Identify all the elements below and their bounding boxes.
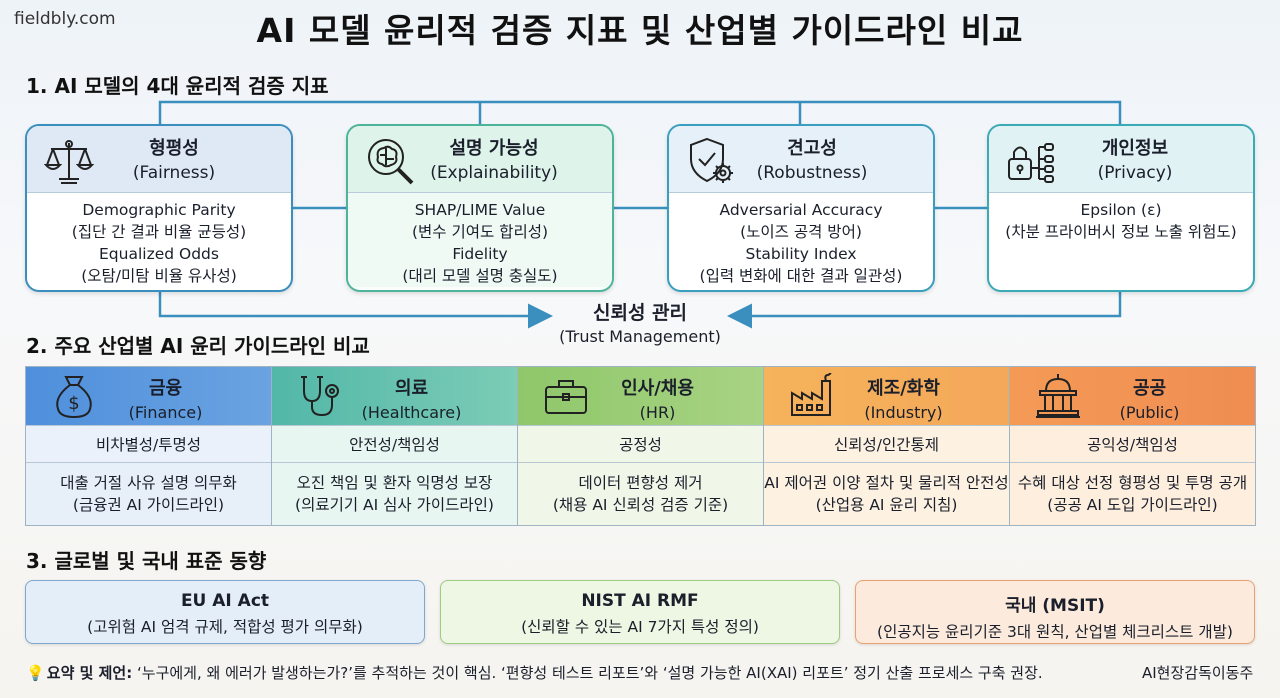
money-bag-icon: $ (56, 376, 92, 419)
industry-title: 인사/채용 (621, 378, 694, 399)
summary-text: ‘누구에게, 왜 에러가 발생하는가?’를 추적하는 것이 핵심. ‘편향성 테… (137, 664, 1043, 682)
lock-network-icon (1008, 143, 1054, 183)
trust-title: 신뢰성 관리 (592, 302, 687, 324)
right-arrow (727, 292, 1122, 329)
industry-subtitle: (Finance) (128, 403, 203, 422)
industry-healthcare: 의료 (Healthcare) 안전성/책임성 오진 책임 및 환자 익명성 보… (271, 366, 518, 526)
metric-line: Stability Index (745, 245, 857, 263)
standard-title: NIST AI RMF (581, 591, 699, 611)
industry-key-value: 비차별성/투명성 (26, 425, 271, 463)
industry-finance: $ 금융 (Finance) 비차별성/투명성 대출 거절 사유 설명 의무화 … (25, 366, 272, 526)
industry-public: 공공 (Public) 공익성/책임성 수혜 대상 선정 형평성 및 투명 공개… (1009, 366, 1256, 526)
svg-text:$: $ (68, 393, 79, 414)
metric-title: 설명 가능성 (449, 138, 539, 159)
industry-manufacturing: 제조/화학 (Industry) 신뢰성/인간통제 AI 제어권 이양 절차 및… (763, 366, 1010, 526)
standard-desc: (고위험 AI 엄격 규제, 적합성 평가 의무화) (87, 618, 363, 636)
trust-management: 신뢰성 관리 (Trust Management) (540, 298, 740, 346)
author-credit: AI현장감독이동주 (1142, 664, 1254, 682)
industry-source: (공공 AI 도입 가이드라인) (1047, 496, 1218, 514)
metric-subtitle: (Fairness) (132, 163, 216, 183)
standard-nist-ai-rmf: NIST AI RMF (신뢰할 수 있는 AI 7가지 특성 정의) (440, 580, 840, 644)
summary-note: 💡 요약 및 제언: ‘누구에게, 왜 에러가 발생하는가?’를 추적하는 것이… (26, 662, 1043, 683)
metric-title: 견고성 (787, 138, 837, 159)
industry-key-value: 신뢰성/인간통제 (764, 425, 1009, 463)
metric-subtitle: (Privacy) (1097, 163, 1173, 183)
standard-msit: 국내 (MSIT) (인공지능 윤리기준 3대 원칙, 산업별 체크리스트 개발… (855, 580, 1255, 644)
industry-key-value: 공정성 (518, 425, 763, 463)
metric-line: (집단 간 결과 비율 균등성) (71, 223, 247, 241)
trust-subtitle: (Trust Management) (559, 327, 721, 346)
metric-line: (노이즈 공격 방어) (740, 223, 862, 241)
metric-card-explainability: 설명 가능성 (Explainability) SHAP/LIME Value … (346, 124, 614, 292)
standard-desc: (신뢰할 수 있는 AI 7가지 특성 정의) (521, 618, 759, 636)
standard-eu-ai-act: EU AI Act (고위험 AI 엄격 규제, 적합성 평가 의무화) (25, 580, 425, 644)
metric-line: Epsilon (ε) (1080, 201, 1162, 219)
metric-card-fairness: 형평성 (Fairness) Demographic Parity (집단 간 … (25, 124, 293, 292)
metric-line: Equalized Odds (99, 245, 219, 263)
industry-subtitle: (Public) (1119, 403, 1180, 422)
industry-source: (금융권 AI 가이드라인) (72, 496, 225, 514)
metric-line: (대리 모델 설명 충실도) (402, 267, 558, 285)
metric-subtitle: (Robustness) (756, 163, 868, 183)
industry-desc: 오진 책임 및 환자 익명성 보장 (296, 474, 493, 492)
industry-title: 제조/화학 (867, 378, 940, 399)
metric-line: (입력 변화에 대한 결과 일관성) (699, 267, 903, 285)
industry-desc: AI 제어권 이양 절차 및 물리적 안전성 (764, 474, 1009, 492)
metric-line: (차분 프라이버시 정보 노출 위험도) (1005, 223, 1237, 241)
standard-title: 국내 (MSIT) (1005, 596, 1105, 616)
industry-key-value: 공익성/책임성 (1010, 425, 1255, 463)
left-arrow (158, 292, 553, 329)
industry-title: 의료 (394, 378, 429, 399)
factory-icon (791, 373, 832, 416)
summary-label: 요약 및 제언: (46, 664, 133, 682)
metric-line: Fidelity (452, 245, 508, 263)
industry-subtitle: (HR) (639, 403, 676, 422)
industry-source: (채용 AI 신뢰성 검증 기준) (552, 496, 729, 514)
industry-source: (의료기기 AI 심사 가이드라인) (295, 496, 494, 514)
industry-desc: 데이터 편향성 제거 (578, 474, 703, 492)
industry-key-value: 안전성/책임성 (272, 425, 517, 463)
page-title: AI 모델 윤리적 검증 지표 및 산업별 가이드라인 비교 (256, 11, 1024, 50)
brain-magnifier-icon (368, 139, 414, 185)
metric-line: (오탐/미탐 비율 유사성) (81, 267, 237, 285)
industry-subtitle: (Industry) (864, 403, 943, 422)
industry-subtitle: (Healthcare) (361, 403, 462, 422)
industry-source: (산업용 AI 윤리 지침) (815, 496, 958, 514)
industry-desc: 수혜 대상 선정 형평성 및 투명 공개 (1017, 474, 1248, 492)
briefcase-icon (545, 380, 587, 414)
metric-line: (변수 기여도 합리성) (411, 223, 549, 241)
industry-desc: 대출 거절 사유 설명 의무화 (60, 474, 237, 492)
section-2-title: 2. 주요 산업별 AI 윤리 가이드라인 비교 (26, 334, 370, 358)
government-building-icon (1036, 374, 1080, 418)
section-1-title: 1. AI 모델의 4대 윤리적 검증 지표 (26, 74, 329, 98)
metric-line: Adversarial Accuracy (719, 201, 883, 219)
metric-line: Demographic Parity (82, 201, 236, 219)
metric-line: SHAP/LIME Value (414, 201, 546, 219)
section-3-title: 3. 글로벌 및 국내 표준 동향 (26, 549, 267, 573)
metric-card-privacy: 개인정보 (Privacy) Epsilon (ε) (차분 프라이버시 정보 … (987, 124, 1255, 292)
industry-title: 공공 (1132, 378, 1167, 399)
brand-logo: fieldbly.com (14, 9, 116, 29)
metric-title: 개인정보 (1101, 138, 1169, 159)
metric-card-robustness: 견고성 (Robustness) Adversarial Accuracy (노… (667, 124, 935, 292)
top-connector (158, 100, 1122, 124)
industry-title: 금융 (148, 378, 183, 399)
industry-hr: 인사/채용 (HR) 공정성 데이터 편향성 제거 (채용 AI 신뢰성 검증 … (517, 366, 764, 526)
stethoscope-icon (301, 376, 339, 417)
scales-icon (43, 140, 95, 184)
metric-title: 형평성 (149, 138, 199, 159)
standard-title: EU AI Act (180, 591, 270, 611)
metric-subtitle: (Explainability) (430, 163, 558, 183)
standard-desc: (인공지능 윤리기준 3대 원칙, 산업별 체크리스트 개발) (877, 623, 1233, 641)
shield-gear-icon (690, 137, 733, 183)
lightbulb-icon: 💡 (26, 664, 45, 682)
